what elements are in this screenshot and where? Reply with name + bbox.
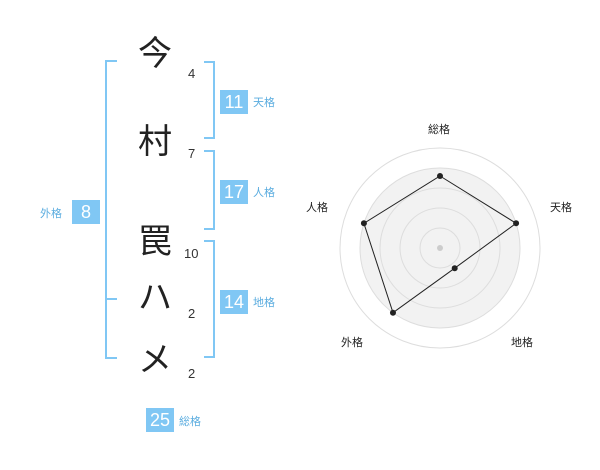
- radar-center-dot: [437, 245, 443, 251]
- tenkaku-bracket-top: [204, 61, 215, 63]
- chikaku-bracket-top: [204, 240, 215, 242]
- name-char-2: 村: [138, 122, 172, 162]
- soukaku-label: 総格: [179, 415, 201, 428]
- jinkaku-bracket-vertical: [213, 150, 215, 230]
- radar-ring-3: [379, 187, 501, 309]
- name-char-1: 今: [138, 34, 172, 74]
- radar-ring-2: [399, 207, 481, 289]
- chikaku-bracket-bottom: [204, 356, 215, 358]
- radar-point-3: [451, 265, 458, 272]
- name-char-3: 罠: [138, 222, 172, 262]
- name-char-5: メ: [138, 340, 172, 380]
- radar-label-gaikaku: 外格: [341, 336, 363, 349]
- stroke-count-2: 7: [188, 146, 196, 161]
- gaikaku-bracket-mid: [105, 298, 117, 300]
- tenkaku-bracket-bottom: [204, 137, 215, 139]
- gaikaku-bracket-vertical: [105, 60, 107, 358]
- radar-label-chikaku: 地格: [511, 336, 533, 349]
- radar-ring-5: [339, 147, 541, 349]
- name-char-4: ハ: [138, 278, 172, 318]
- radar-label-soukaku: 総格: [428, 123, 450, 136]
- jinkaku-label: 人格: [253, 186, 275, 199]
- jinkaku-bracket-top: [204, 150, 215, 152]
- radar-label-jinkaku: 人格: [306, 201, 328, 214]
- stroke-count-3: 10: [184, 246, 199, 261]
- radar-point-1: [437, 173, 443, 179]
- radar-label-tenkaku: 天格: [550, 201, 572, 214]
- soukaku-value-box: 25: [146, 408, 174, 432]
- jinkaku-value-box: 17: [220, 180, 248, 204]
- radar-ring-1: [419, 227, 461, 269]
- stroke-count-5: 2: [188, 366, 196, 381]
- radar-point-4: [389, 309, 396, 316]
- radar-point-5: [360, 220, 367, 227]
- gaikaku-label: 外格: [40, 207, 62, 220]
- chikaku-value-box: 14: [220, 290, 248, 314]
- chikaku-label: 地格: [253, 296, 275, 309]
- radar-polygon: [363, 175, 517, 314]
- gaikaku-value-box: 8: [72, 200, 100, 224]
- radar-point-2: [513, 220, 520, 227]
- tenkaku-bracket-vertical: [213, 61, 215, 139]
- gaikaku-bracket-top: [105, 60, 117, 62]
- stroke-count-4: 2: [188, 306, 196, 321]
- radar-ring-4: [359, 167, 521, 329]
- jinkaku-bracket-bottom: [204, 228, 215, 230]
- gaikaku-bracket-bottom: [105, 357, 117, 359]
- tenkaku-value-box: 11: [220, 90, 248, 114]
- stroke-count-1: 4: [188, 66, 196, 81]
- chikaku-bracket-vertical: [213, 240, 215, 358]
- tenkaku-label: 天格: [253, 96, 275, 109]
